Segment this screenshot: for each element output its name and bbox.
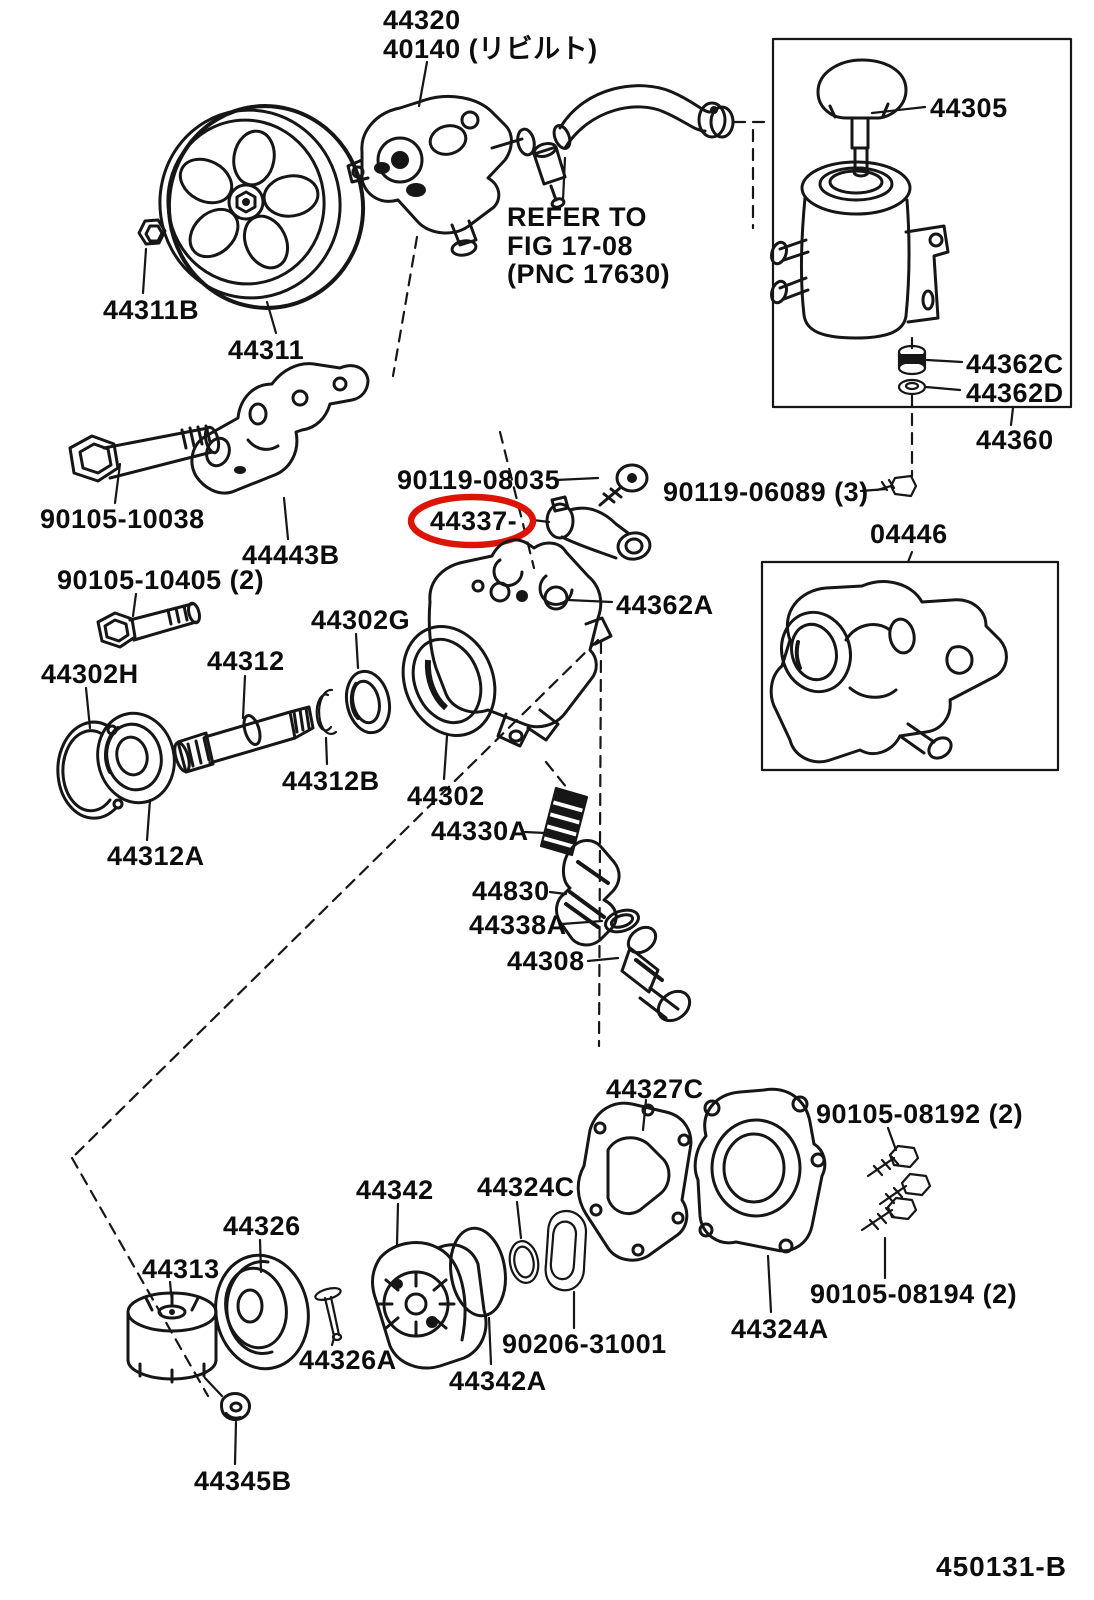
refer-note: REFER TO FIG 17-08 (PNC 17630) (507, 202, 671, 290)
pn-90105-08194: 90105-08194 (2) (810, 1279, 1018, 1309)
reservoir-cap-44305 (816, 58, 908, 178)
o-ring-44338A (604, 908, 640, 934)
pn-44327C: 44327C (606, 1074, 704, 1104)
rotor-assy-44342 (371, 1241, 488, 1370)
bolts-90105-08194 (860, 1196, 918, 1232)
pn-44362D: 44362D (966, 378, 1064, 408)
reservoir-tank (770, 160, 950, 340)
bolt-90119-06089 (875, 474, 918, 498)
pn-44302H: 44302H (41, 659, 139, 689)
bolt-90119-08035 (598, 463, 649, 507)
pn-44305: 44305 (930, 93, 1008, 123)
plate-90206-31001 (544, 1210, 588, 1292)
key-44345B (219, 1392, 251, 1422)
pn-44324A: 44324A (731, 1314, 829, 1344)
pn-44362C: 44362C (966, 349, 1064, 379)
pn-44443B: 44443B (242, 540, 340, 570)
rear-cover-44324A (693, 1087, 827, 1254)
pn-44312A: 44312A (107, 841, 205, 871)
pn-44338A: 44338A (469, 910, 567, 940)
bearing-44312A (96, 711, 176, 805)
rotor-44313 (126, 1291, 218, 1384)
pn-44337: 44337- (430, 506, 518, 536)
pn-44302G: 44302G (311, 605, 411, 635)
pulley-drawing (137, 104, 366, 310)
pn-44342A: 44342A (449, 1366, 547, 1396)
grommet-44362C (897, 344, 927, 376)
pn-44326A: 44326A (299, 1345, 397, 1375)
washer-44362D (897, 378, 927, 396)
pump-assembly-drawing (346, 94, 536, 257)
bolt-90105-10405 (96, 601, 201, 649)
pn-90119-06089: 90119-06089 (3) (663, 477, 869, 507)
pn-44311: 44311 (228, 335, 305, 365)
pn-44326: 44326 (223, 1211, 301, 1241)
snap-ring-44312B (315, 688, 338, 735)
drum-44326 (214, 1253, 310, 1371)
bolt-90105-10038 (68, 424, 221, 483)
snap-ring-44302H (56, 720, 124, 820)
pn-44830: 44830 (472, 876, 550, 906)
hose-drawing (552, 84, 735, 150)
reservoir-box-drawing (770, 37, 1073, 409)
kit-box-04446 (760, 560, 1060, 772)
fitting-44308 (620, 925, 692, 1023)
pn-90105-10038: 90105-10038 (40, 504, 205, 534)
pn-44302: 44302 (407, 781, 485, 811)
pn-44362A: 44362A (616, 590, 714, 620)
pn-44342: 44342 (356, 1175, 434, 1205)
pn-44312B: 44312B (282, 766, 380, 796)
pn-44313: 44313 (142, 1254, 220, 1284)
pn-44320-40140: 44320 40140 (リビルト) (383, 5, 598, 64)
pn-90105-08192: 90105-08192 (2) (816, 1099, 1024, 1129)
pn-04446: 04446 (870, 519, 948, 549)
seal-44302G (344, 669, 392, 735)
o-ring-44342A (449, 1226, 507, 1318)
pn-44360: 44360 (976, 425, 1054, 455)
spring-44330A (539, 786, 589, 857)
valve-44830 (555, 839, 621, 947)
pin-44326A (314, 1287, 343, 1342)
housing-44302-drawing (401, 538, 613, 748)
pn-44345B: 44345B (194, 1466, 292, 1496)
leader-lines (84, 60, 1015, 1466)
pn-90105-10405: 90105-10405 (2) (57, 565, 265, 595)
pn-90206-31001: 90206-31001 (502, 1329, 667, 1359)
union-fitting-44337 (545, 495, 652, 561)
gasket-44327C (576, 1101, 693, 1262)
pn-44324C: 44324C (477, 1172, 575, 1202)
highlight-oval-44337 (407, 493, 537, 549)
pn-44330A: 44330A (431, 816, 529, 846)
shaft-44312 (173, 705, 315, 774)
bolts-90105-08192 (866, 1144, 932, 1206)
o-ring-44324C (508, 1240, 540, 1284)
pn-44308: 44308 (507, 946, 585, 976)
pn-44311B: 44311B (103, 295, 200, 325)
pn-90119-08035: 90119-08035 (397, 465, 561, 495)
diagram-code: 450131-B (936, 1551, 1067, 1582)
pn-44312: 44312 (207, 646, 285, 676)
bracket-44443B (190, 362, 370, 495)
refer-valve-drawing (532, 141, 567, 209)
